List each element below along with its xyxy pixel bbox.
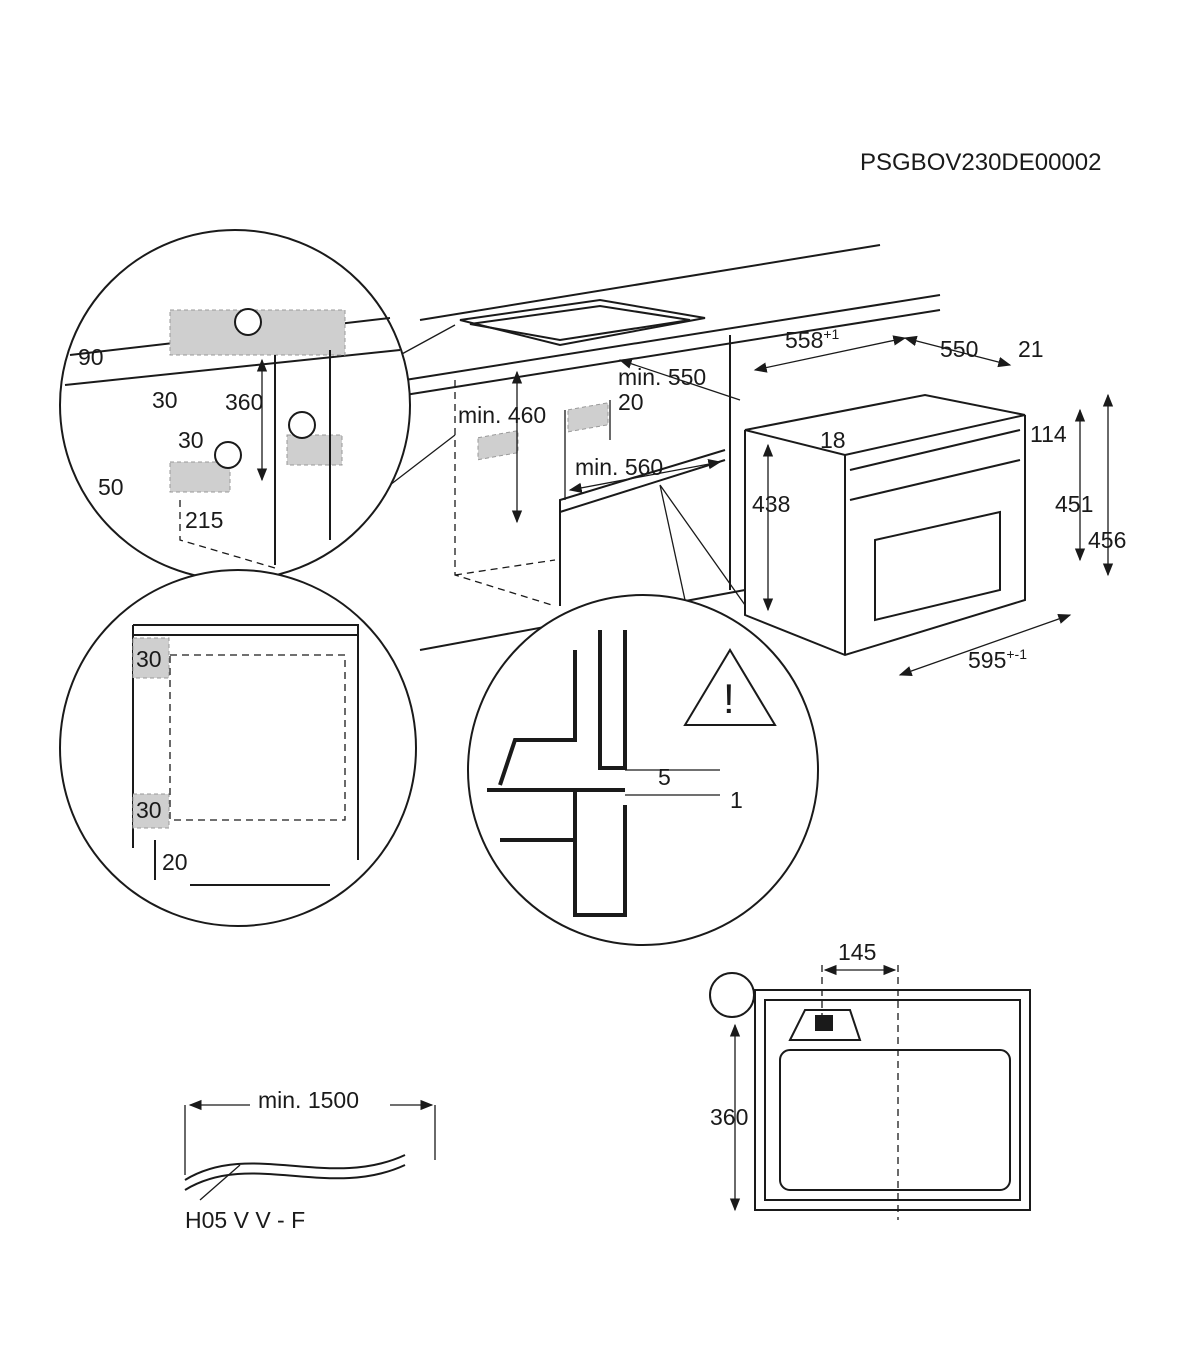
label-30-upper: 30 — [136, 646, 162, 672]
detail-front-gap: ! 5 1 — [467, 484, 819, 946]
front-view-socket: 145 360 — [709, 939, 1031, 1220]
label-438: 438 — [752, 491, 790, 517]
label-50: 50 — [98, 474, 124, 500]
label-width-558: 558+1 — [785, 326, 840, 353]
oven-dimensions: 558+1 550 21 18 114 438 451 456 595+-1 — [744, 326, 1126, 677]
cable-diagram: min. 1500 H05 V V - F — [184, 1087, 436, 1233]
label-360: 360 — [225, 389, 263, 415]
label-min-460: min. 460 — [458, 402, 546, 428]
label-min-550: min. 550 — [618, 364, 706, 390]
label-456: 456 — [1088, 527, 1126, 553]
label-cable-length: min. 1500 — [258, 1087, 359, 1113]
warning-icon: ! — [723, 675, 735, 722]
detail-socket-position: 90 30 360 30 50 215 — [59, 229, 456, 581]
label-1: 1 — [730, 787, 743, 813]
label-360-front: 360 — [710, 1104, 748, 1130]
kitchen-cabinet: min. 460 20 min. 550 min. 560 — [404, 244, 941, 651]
label-width-595: 595+-1 — [968, 646, 1027, 673]
label-451: 451 — [1055, 491, 1093, 517]
label-20-side: 20 — [162, 849, 188, 875]
label-18: 18 — [820, 427, 846, 453]
label-114: 114 — [1030, 421, 1067, 447]
label-cable-type: H05 V V - F — [185, 1207, 305, 1233]
label-30-lower: 30 — [136, 797, 162, 823]
label-215: 215 — [185, 507, 223, 533]
detail-side-clearance: 30 30 20 — [59, 569, 417, 927]
label-30-top: 30 — [152, 387, 178, 413]
label-min-560: min. 560 — [575, 454, 663, 480]
label-90: 90 — [78, 344, 104, 370]
label-depth-550: 550 — [940, 336, 978, 362]
label-145: 145 — [838, 939, 876, 965]
label-20: 20 — [618, 389, 644, 415]
label-5: 5 — [658, 764, 671, 790]
drawing-code: PSGBOV230DE00002 — [860, 149, 1102, 176]
label-21: 21 — [1018, 336, 1044, 362]
label-30-socket: 30 — [178, 427, 204, 453]
